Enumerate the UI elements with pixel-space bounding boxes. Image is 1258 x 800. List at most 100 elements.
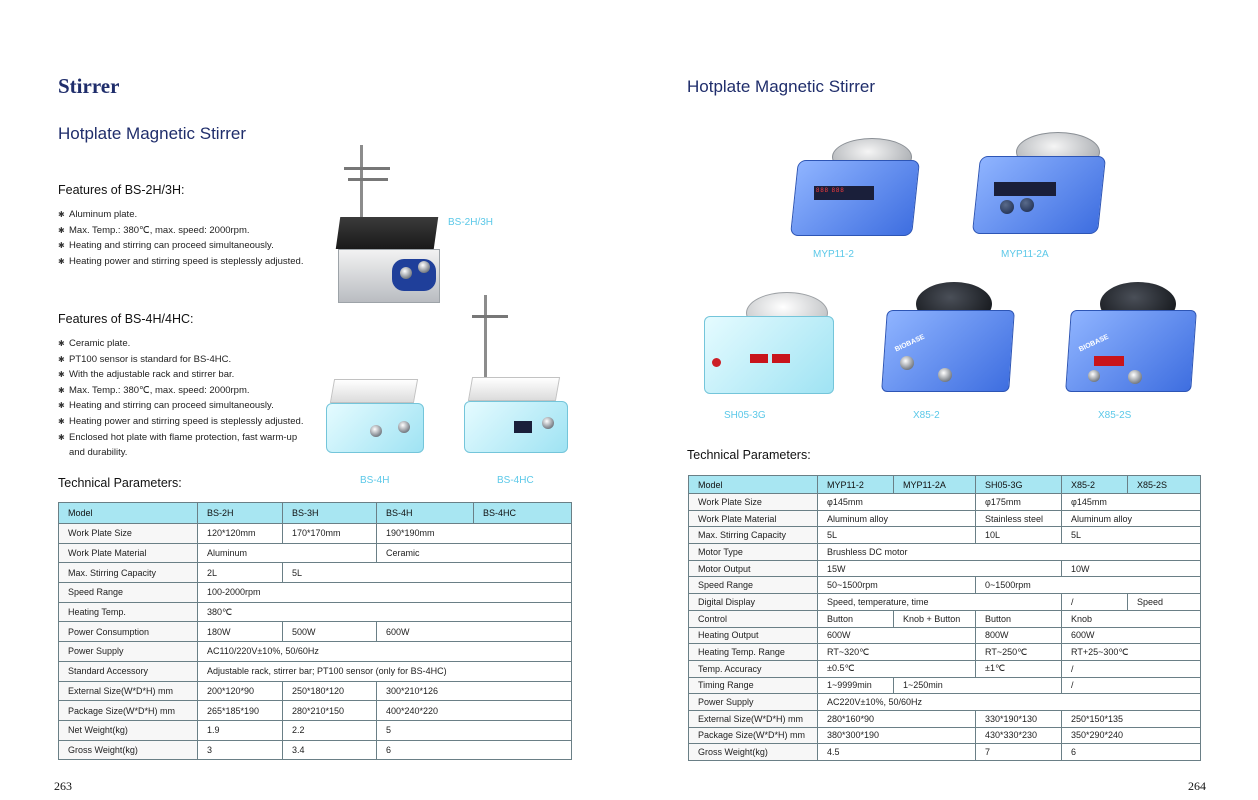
table-cell: Brushless DC motor <box>817 543 1201 561</box>
table-cell: 5L <box>817 526 976 545</box>
feature-item: Heating and stirring can proceed simulta… <box>58 238 328 254</box>
table-cell: Speed <box>1127 593 1201 611</box>
table-cell: φ175mm <box>975 493 1062 511</box>
table-cell: 6 <box>1061 743 1201 761</box>
table-cell: Knob <box>1061 609 1201 628</box>
feature-item: Max. Temp.: 380℃, max. speed: 2000rpm. <box>58 383 308 399</box>
table-row: Max. Stirring Capacity 5L 10L 5L <box>688 526 1201 545</box>
row-label: Timing Range <box>688 676 818 695</box>
row-label: Work Plate Size <box>688 493 818 511</box>
table-row: Timing Range 1~9999min 1~250min / <box>688 676 1201 695</box>
myp11-2a-product-image <box>971 132 1107 236</box>
table-cell: 5 <box>376 719 572 741</box>
table-cell: 180W <box>197 621 283 643</box>
row-label: Package Size(W*D*H) mm <box>58 700 198 721</box>
table-row: Work Plate Material Aluminum alloy Stain… <box>688 509 1201 528</box>
table-cell: 250*150*135 <box>1061 709 1201 728</box>
table-cell: 5L <box>282 562 572 584</box>
table-cell: 5L <box>1061 526 1201 545</box>
table-cell: 6 <box>376 739 572 761</box>
table-cell: 1.9 <box>197 719 283 741</box>
row-label: Power Supply <box>58 641 198 662</box>
table-cell: 380*300*190 <box>817 726 976 745</box>
table-header-cell: BS-3H <box>282 502 377 524</box>
table-row: Heating Temp. 380℃ <box>58 601 572 623</box>
row-label: Temp. Accuracy <box>688 659 818 678</box>
table-cell: 600W <box>376 621 572 643</box>
table-row: Power Supply AC110/220V±10%, 50/60Hz <box>58 641 572 662</box>
table-cell: Speed, temperature, time <box>817 593 1062 611</box>
table-cell: Knob + Button <box>893 609 976 628</box>
row-label: Gross Weight(kg) <box>688 743 818 761</box>
table-cell: 350*290*240 <box>1061 726 1201 745</box>
table-cell: / <box>1061 593 1128 611</box>
table-row: Work Plate Material Aluminum Ceramic <box>58 542 572 564</box>
row-label: Speed Range <box>58 582 198 603</box>
caption-x85-2: X85-2 <box>913 410 940 421</box>
row-label: Motor Output <box>688 559 818 578</box>
table-cell: 170*170mm <box>282 523 377 544</box>
table-cell: 265*185*190 <box>197 700 283 721</box>
table-header-cell: X85-2S <box>1127 475 1201 494</box>
row-label: Power Consumption <box>58 621 198 643</box>
table-row: Power Consumption 180W 500W 600W <box>58 621 572 643</box>
table-row: Speed Range 50~1500rpm 0~1500rpm <box>688 576 1201 595</box>
row-label: Heating Temp. <box>58 601 198 623</box>
table-row: Net Weight(kg) 1.9 2.2 5 <box>58 719 572 741</box>
table-row: Standard Accessory Adjustable rack, stir… <box>58 660 572 682</box>
sh05-3g-product-image <box>702 292 836 394</box>
table-header-cell: X85-2 <box>1061 475 1128 494</box>
table-cell: RT~320℃ <box>817 643 976 661</box>
caption-myp11-2: MYP11-2 <box>813 249 854 260</box>
table-header-cell: BS-2H <box>197 502 283 524</box>
table-cell: Aluminum alloy <box>817 509 976 528</box>
row-label: Work Plate Material <box>58 542 198 564</box>
table-cell: 1~9999min <box>817 676 894 695</box>
table-cell: 15W <box>817 559 1062 578</box>
feature-item: PT100 sensor is standard for BS-4HC. <box>58 352 308 368</box>
table-row: Temp. Accuracy ±0.5℃ ±1℃ / <box>688 659 1201 678</box>
table-cell: ±0.5℃ <box>817 659 976 678</box>
table-row: Digital Display Speed, temperature, time… <box>688 593 1201 611</box>
table-cell: AC220V±10%, 50/60Hz <box>817 693 1201 711</box>
row-label: Max. Stirring Capacity <box>688 526 818 545</box>
table-row: Control Button Knob + Button Button Knob <box>688 609 1201 628</box>
row-label: Heating Output <box>688 626 818 645</box>
table-cell: 600W <box>1061 626 1201 645</box>
bs-4h-product-image <box>322 375 426 460</box>
table-cell: 400*240*220 <box>376 700 572 721</box>
row-label: External Size(W*D*H) mm <box>688 709 818 728</box>
table-row: Motor Type Brushless DC motor <box>688 543 1201 561</box>
row-label: Work Plate Material <box>688 509 818 528</box>
row-label: Power Supply <box>688 693 818 711</box>
table-cell: 330*190*130 <box>975 709 1062 728</box>
x85-2-product-image: BIOBASE <box>880 282 1015 392</box>
row-label: Control <box>688 609 818 628</box>
table-row: Work Plate Size 120*120mm 170*170mm 190*… <box>58 523 572 544</box>
table-cell: 10L <box>975 526 1062 545</box>
spec-table-right: Model MYP11-2 MYP11-2A SH05-3G X85-2 X85… <box>688 475 1201 761</box>
table-cell: 3.4 <box>282 739 377 761</box>
table-cell: 1~250min <box>893 676 1062 695</box>
table-cell: 300*210*126 <box>376 680 572 702</box>
section-title: Stirrer <box>58 74 120 98</box>
table-row: Heating Temp. Range RT~320℃ RT~250℃ RT+2… <box>688 643 1201 661</box>
table-cell: 2L <box>197 562 283 584</box>
table-cell: 800W <box>975 626 1062 645</box>
product-title-left: Hotplate Magnetic Stirrer <box>58 124 247 143</box>
row-label: Net Weight(kg) <box>58 719 198 741</box>
row-label: Max. Stirring Capacity <box>58 562 198 584</box>
table-cell: 500W <box>282 621 377 643</box>
row-label: Package Size(W*D*H) mm <box>688 726 818 745</box>
table-header-cell: MYP11-2 <box>817 475 894 494</box>
table-cell: Adjustable rack, stirrer bar; PT100 sens… <box>197 660 572 682</box>
row-label: Digital Display <box>688 593 818 611</box>
table-cell: φ145mm <box>817 493 976 511</box>
table-cell: 50~1500rpm <box>817 576 976 595</box>
spec-table-left: Model BS-2H BS-3H BS-4H BS-4HC Work Plat… <box>58 502 572 761</box>
table-cell: 200*120*90 <box>197 680 283 702</box>
table-cell: RT+25~300℃ <box>1061 643 1201 661</box>
row-label: Gross Weight(kg) <box>58 739 198 761</box>
product-title-right: Hotplate Magnetic Stirrer <box>687 77 876 96</box>
table-row: Work Plate Size φ145mm φ175mm φ145mm <box>688 493 1201 511</box>
